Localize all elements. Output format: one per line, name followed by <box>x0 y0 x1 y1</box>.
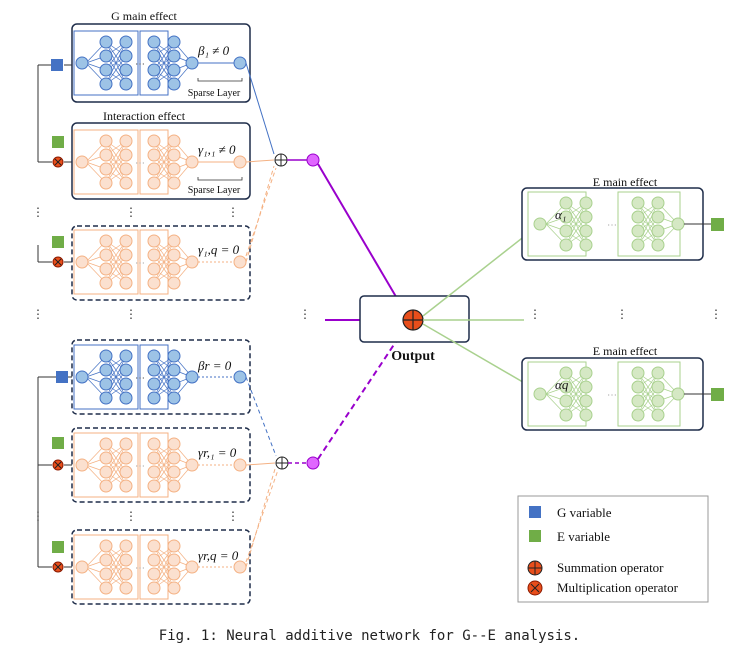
legend-multiplication-label: Multiplication operator <box>557 580 679 595</box>
g-main-effect-r-box: βr = 0 <box>71 339 251 415</box>
multiplication-operator-icon <box>52 561 64 573</box>
g-variable-square <box>56 371 68 383</box>
legend-e-variable-swatch <box>529 530 541 542</box>
figure-caption: Fig. 1: Neural additive network for G--E… <box>158 628 581 644</box>
vertical-ellipsis: ⋮ <box>125 509 137 523</box>
output-label: Output <box>391 349 435 364</box>
e-variable-square <box>52 136 64 148</box>
e-main-effect-box-1: E main effect α₁ <box>521 175 711 261</box>
g-main-effect-title: G main effect <box>111 9 177 23</box>
summation-node-icon <box>275 456 289 470</box>
vertical-ellipsis: ⋮ <box>227 509 239 523</box>
interaction-rq-box: γr,q = 0 <box>71 529 251 605</box>
interaction-effect-box: Interaction effect γ₁,₁ ≠ 0 Sparse Layer <box>71 109 251 200</box>
vertical-ellipsis: ⋮ <box>32 205 44 219</box>
legend-g-variable-swatch <box>529 506 541 518</box>
beta-r-equation: βr = 0 <box>197 358 232 373</box>
upper-output-node <box>306 153 320 167</box>
gamma-1-1-equation: γ₁,₁ ≠ 0 <box>198 142 236 157</box>
e-main-effect-title: E main effect <box>593 175 658 189</box>
multiplication-operator-icon <box>527 580 543 596</box>
vertical-ellipsis: ⋮ <box>125 307 137 321</box>
e-variable-square <box>52 236 64 248</box>
e-main-effect-box-q: E main effect αq <box>521 344 711 431</box>
e-main-effect-title: E main effect <box>593 344 658 358</box>
sparse-layer-label: Sparse Layer <box>188 185 241 196</box>
e-variable-square <box>711 218 724 231</box>
g-variable-square <box>51 59 63 71</box>
summation-node-icon <box>274 153 288 167</box>
vertical-ellipsis: ⋮ <box>710 307 722 321</box>
alpha-q-label: αq <box>555 377 569 392</box>
alpha-1-label: α₁ <box>555 207 566 222</box>
gamma-r-1-equation: γr,₁ = 0 <box>198 445 237 460</box>
multiplication-operator-icon <box>52 459 64 471</box>
lower-connectors <box>245 376 279 568</box>
e-variable-square <box>52 541 64 553</box>
beta-1-equation: β₁ ≠ 0 <box>197 43 230 58</box>
output-box: Output <box>359 295 470 364</box>
vertical-ellipsis: ⋮ <box>227 205 239 219</box>
interaction-effect-title: Interaction effect <box>103 109 186 123</box>
gamma-r-q-equation: γr,q = 0 <box>198 548 239 563</box>
legend-g-variable-label: G variable <box>557 505 612 520</box>
g-main-effect-box: G main effect β₁ ≠ 0 Sparse Layer <box>71 9 251 103</box>
sparse-layer-label: Sparse Layer <box>188 88 241 99</box>
legend: G variable E variable Summation operator… <box>517 495 709 603</box>
vertical-ellipsis: ⋮ <box>125 205 137 219</box>
legend-e-variable-label: E variable <box>557 529 610 544</box>
multiplication-operator-icon <box>52 156 64 168</box>
interaction-r1-box: γr,₁ = 0 <box>71 427 251 503</box>
upper-connectors <box>245 62 277 263</box>
multiplication-operator-icon <box>52 256 64 268</box>
interaction-1q-box: γ₁,q = 0 <box>71 225 251 301</box>
e-variable-square <box>52 437 64 449</box>
legend-summation-label: Summation operator <box>557 560 664 575</box>
lower-output-node <box>306 456 320 470</box>
summation-operator-icon <box>527 560 543 576</box>
vertical-ellipsis: ⋮ <box>299 307 311 321</box>
vertical-ellipsis: ⋮ <box>32 509 44 523</box>
gamma-1-q-equation: γ₁,q = 0 <box>198 242 240 257</box>
vertical-ellipsis: ⋮ <box>616 307 628 321</box>
e-variable-square <box>711 388 724 401</box>
vertical-ellipsis: ⋮ <box>529 307 541 321</box>
vertical-ellipsis: ⋮ <box>32 307 44 321</box>
